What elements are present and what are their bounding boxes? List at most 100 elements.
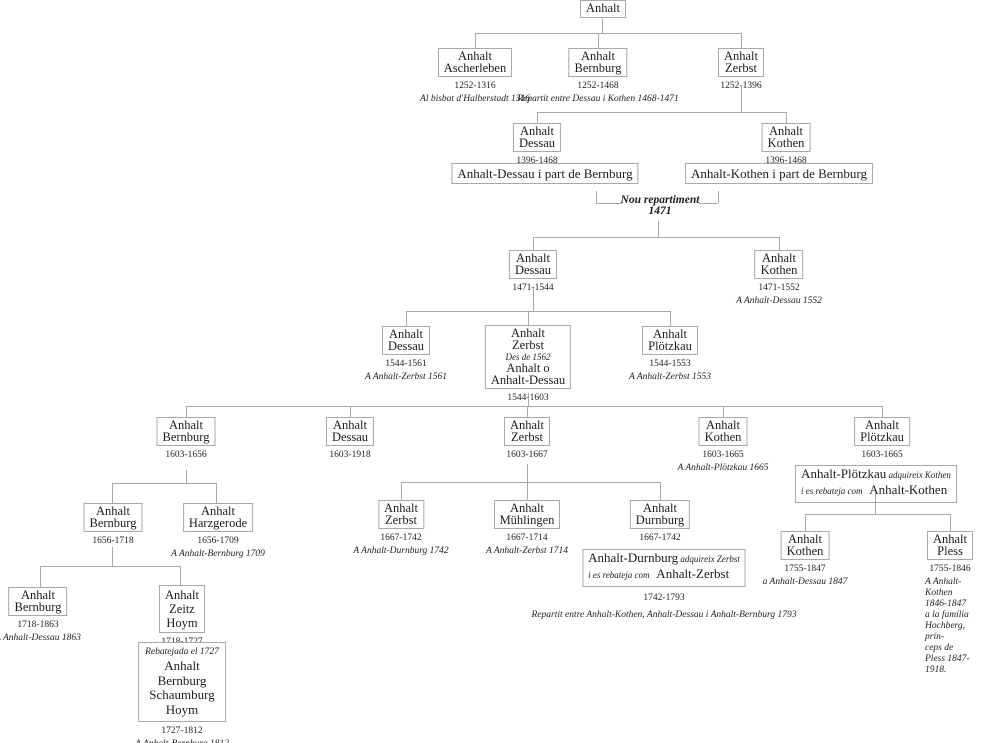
node-anhalt-muhlingen: Anhalt Mühlingen 1667-1714 A Anhalt-Zerb… — [486, 500, 568, 557]
repartiment-label: Nou repartiment 1471 — [620, 194, 700, 217]
node-title: Anhalt-Kothen i part de Bernburg — [691, 166, 867, 181]
connector-line — [406, 311, 407, 326]
node-anhalt-kothen-1603: Anhalt Kothen 1603-1665 A Anhalt-Plötzka… — [678, 417, 768, 474]
node-anhalt-zeitz-hoym: Anhalt Zeitz Hoym 1718-1727 — [158, 585, 206, 647]
node-box: Anhalt-Dessau i part de Bernburg — [451, 163, 639, 184]
node-box: Anhalt Kothen — [698, 417, 748, 446]
connector-line — [741, 85, 742, 112]
spacer — [650, 570, 657, 580]
node-anhalt-pless: Anhalt Pless 1755-1846 A Anhalt-Kothen 1… — [925, 531, 975, 677]
rename-line-1: Anhalt-Durnburg adquireix Zerbst — [588, 551, 740, 568]
node-box: Anhalt Plötzkau — [854, 417, 910, 446]
connector-line — [528, 311, 529, 325]
connector-line — [186, 406, 187, 417]
node-anhalt-bernburg-1252: Anhalt Bernburg 1252-1468 Repartit entre… — [517, 48, 679, 105]
node-title: Anhalt Zerbst — [723, 49, 759, 75]
node-box: Anhalt Bernburg — [156, 417, 216, 446]
node-date: 1396-1468 — [765, 156, 807, 166]
node-title: Anhalt Kothen — [767, 124, 805, 150]
node-anhalt-kothen-1396: Anhalt Kothen 1396-1468 — [761, 123, 811, 166]
node-date: 1667-1714 — [506, 533, 548, 543]
node-date: 1396-1468 — [516, 156, 558, 166]
node-date: 1252-1316 — [454, 81, 496, 91]
connector-line — [786, 112, 787, 124]
node-box: Anhalt Plötzkau — [642, 326, 698, 355]
box-anhalt-kothen-part-bernburg: Anhalt-Kothen i part de Bernburg — [685, 163, 873, 184]
connector-line — [950, 514, 951, 531]
node-box: Anhalt Mühlingen — [493, 500, 561, 529]
node-box: Anhalt Zerbst Des de 1562 Anhalt o Anhal… — [484, 325, 572, 389]
node-date: 1471-1552 — [758, 283, 800, 293]
node-date: 1755-1846 — [929, 564, 971, 574]
node-anhalt-zerbst-1667: Anhalt Zerbst 1667-1742 A Anhalt-Durnbur… — [353, 500, 449, 557]
rename-line-2: i es rebateja com Anhalt-Kothen — [801, 482, 951, 500]
node-box: Anhalt Kothen — [761, 123, 811, 152]
node-box: Rebatejada el 1727 Anhalt Bernburg Schau… — [138, 642, 226, 722]
node-box: Anhalt Zerbst — [503, 417, 551, 446]
connector-line — [670, 311, 671, 326]
node-title: Anhalt Dessau — [518, 124, 556, 150]
node-anhalt-plotzkau-1603: Anhalt Plötzkau 1603-1665 — [854, 417, 910, 460]
connector-line — [596, 203, 622, 204]
node-anhalt-dessau-1396: Anhalt Dessau 1396-1468 — [512, 123, 562, 166]
node-note: A Anhalt-Zerbst 1714 — [486, 546, 568, 556]
node-title: Anhalt Zeitz Hoym — [164, 588, 200, 630]
node-anhalt-harzgerode: Anhalt Harzgerode 1656-1709 A Anhalt-Ber… — [171, 503, 265, 560]
node-date: 1755-1847 — [784, 564, 826, 574]
connector-line — [598, 33, 599, 48]
node-date: 1544-1561 — [385, 359, 427, 369]
node-box: Anhalt Kothen — [754, 250, 804, 279]
node-anhalt-bernburg-1718: Anhalt Bernburg 1718-1863 A Anhalt-Dessa… — [0, 587, 81, 644]
node-box: Anhalt Dessau — [512, 123, 562, 152]
node-anhalt-kothen-1471: Anhalt Kothen 1471-1552 A Anhalt-Dessau … — [736, 250, 822, 307]
node-title: Anhalt Bernburg Schaumburg Hoym — [149, 658, 215, 717]
connector-line — [350, 406, 351, 417]
node-note: A Anhalt-Dessau 1552 — [736, 296, 822, 306]
node-anhalt: Anhalt — [579, 0, 627, 18]
rename-to: Anhalt-Kothen — [869, 482, 948, 497]
node-box: Anhalt Dessau — [381, 326, 431, 355]
connector-line — [527, 482, 528, 500]
node-title: Anhalt Bernburg — [162, 418, 210, 444]
node-anhalt-dessau-1544: Anhalt Dessau 1544-1561 A Anhalt-Zerbst … — [365, 326, 447, 383]
connector-line — [112, 483, 216, 484]
connector-line — [186, 470, 187, 483]
node-anhalt-bernburg-schaumburg-hoym: Rebatejada el 1727 Anhalt Bernburg Schau… — [135, 642, 229, 743]
connector-line — [723, 406, 724, 417]
node-subnote: Rebatejada el 1727 — [145, 647, 219, 657]
label-nou-repartiment: Nou repartiment 1471 — [620, 194, 700, 217]
node-box: Anhalt-Kothen i part de Bernburg — [685, 163, 873, 184]
connector-line — [406, 311, 670, 312]
rename-line-1: Anhalt-Plötzkau adquireix Kothen — [801, 466, 951, 484]
node-anhalt-bernburg-1603: Anhalt Bernburg 1603-1656 — [156, 417, 216, 460]
connector-line — [699, 203, 718, 204]
node-date: 1603-1665 — [861, 450, 903, 460]
connector-line — [537, 112, 538, 124]
node-date: 1544-1553 — [649, 359, 691, 369]
node-title: Anhalt Zerbst — [510, 326, 546, 352]
node-title: Anhalt Dessau — [387, 327, 425, 353]
node-title: Anhalt Dessau — [514, 251, 552, 277]
connector-line — [741, 33, 742, 48]
node-title: Anhalt Ascherleben — [443, 49, 507, 75]
box-anhalt-plotzkau-rename: Anhalt-Plötzkau adquireix Kothen i es re… — [795, 465, 957, 503]
node-title: Anhalt Bernburg — [89, 504, 137, 530]
node-anhalt-bernburg-1656: Anhalt Bernburg 1656-1718 — [83, 503, 143, 546]
node-title: Anhalt Zerbst — [509, 418, 545, 444]
node-box: Anhalt Dessau — [325, 417, 375, 446]
node-date: 1603-1656 — [165, 450, 207, 460]
node-note: Repartit entre Dessau i Kothen 1468-1471 — [517, 94, 679, 104]
node-box: Anhalt Bernburg — [83, 503, 143, 532]
connector-line — [658, 221, 659, 237]
connector-line — [660, 482, 661, 500]
node-box: Anhalt Kothen — [780, 531, 830, 560]
connector-line — [527, 464, 528, 482]
node-box: Anhalt-Plötzkau adquireix Kothen i es re… — [795, 465, 957, 503]
rename-note-2: i es rebateja com — [801, 486, 863, 496]
node-note: A Anhalt-Zerbst 1553 — [629, 372, 711, 382]
connector-line — [475, 33, 476, 48]
connector-line — [40, 566, 41, 587]
rename-line-2: i es rebateja com Anhalt-Zerbst — [588, 567, 740, 584]
rename-from: Anhalt-Plötzkau — [801, 466, 887, 481]
node-title: Anhalt Dessau — [331, 418, 369, 444]
